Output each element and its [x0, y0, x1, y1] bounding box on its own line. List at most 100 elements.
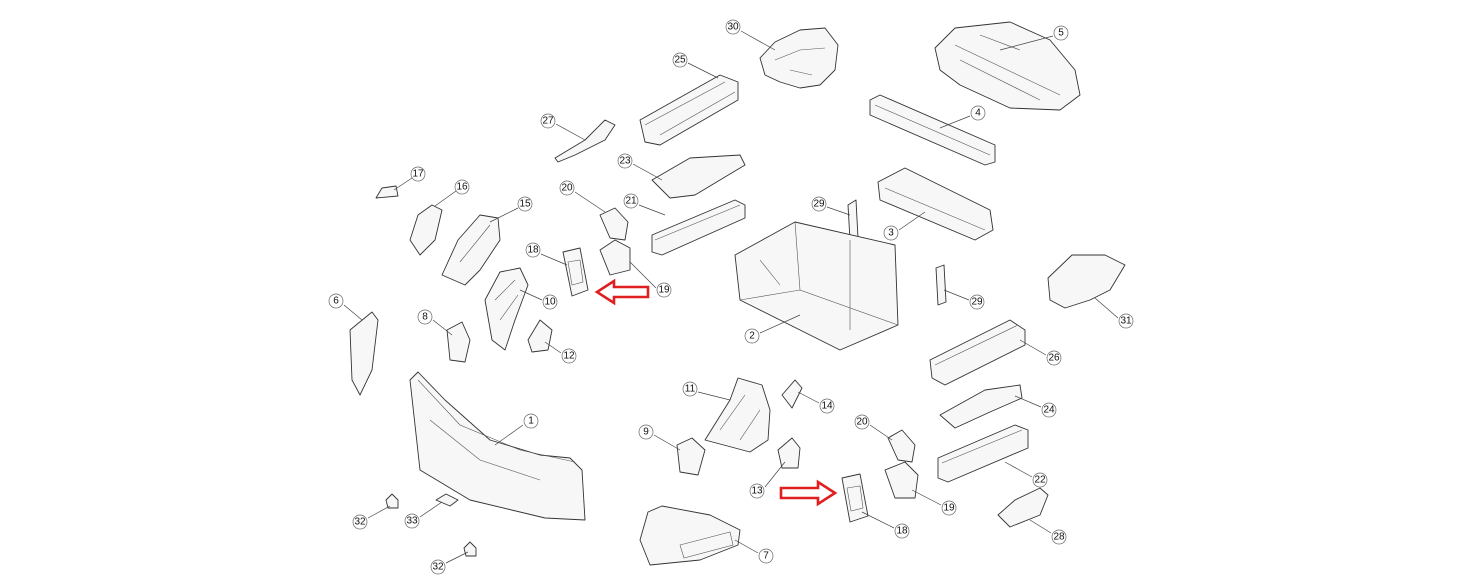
- svg-text:4: 4: [975, 108, 981, 119]
- callout-26: 26: [1046, 350, 1062, 366]
- part-32b-clip: [463, 541, 477, 557]
- callout-22: 22: [1032, 472, 1048, 488]
- part-10-pillar: [484, 267, 529, 351]
- part-21-rail: [651, 199, 746, 256]
- callout-1: 1: [523, 413, 539, 429]
- svg-text:32: 32: [354, 517, 366, 528]
- part-11-pillar: [704, 377, 771, 453]
- part-19a-bracket: [599, 239, 631, 276]
- part-26-crossmember: [929, 319, 1026, 386]
- part-12-bracket: [527, 319, 553, 353]
- part-18b-plate: [841, 473, 869, 523]
- part-27-bracket: [554, 119, 616, 163]
- part-29b-bracket: [935, 264, 947, 306]
- svg-text:13: 13: [751, 486, 763, 497]
- part-28-bracket: [997, 487, 1049, 528]
- svg-text:17: 17: [412, 169, 424, 180]
- callout-18: 18: [525, 242, 541, 258]
- svg-text:22: 22: [1034, 475, 1046, 486]
- svg-text:3: 3: [888, 228, 894, 239]
- part-9-bracket: [676, 437, 706, 476]
- callout-32: 32: [352, 514, 368, 530]
- part-23-panel: [651, 154, 746, 199]
- callout-6: 6: [328, 293, 344, 309]
- part-19b-bracket: [884, 461, 919, 499]
- callout-31: 31: [1118, 313, 1134, 329]
- leader-lines: [343, 30, 1119, 564]
- callout-29: 29: [811, 196, 827, 212]
- svg-text:15: 15: [519, 199, 531, 210]
- part-25-crossmember: [639, 74, 739, 146]
- svg-text:2: 2: [749, 331, 755, 342]
- part-15-panel: [441, 214, 501, 286]
- svg-text:10: 10: [544, 297, 556, 308]
- callout-25: 25: [672, 52, 688, 68]
- part-8-bracket: [446, 321, 471, 363]
- part-17-clip: [375, 185, 399, 199]
- callout-17: 17: [410, 166, 426, 182]
- svg-text:19: 19: [943, 503, 955, 514]
- callout-7: 7: [758, 548, 774, 564]
- part-30-bracket: [759, 27, 839, 89]
- callout-5: 5: [1053, 25, 1069, 41]
- part-6-panel: [349, 311, 379, 396]
- svg-text:6: 6: [333, 296, 339, 307]
- svg-text:27: 27: [542, 116, 554, 127]
- part-5-floor-pan: [934, 21, 1081, 111]
- part-31-bracket: [1047, 254, 1126, 309]
- svg-text:21: 21: [625, 196, 637, 207]
- svg-text:25: 25: [674, 55, 686, 66]
- part-29a-bracket: [847, 199, 859, 241]
- callout-13: 13: [749, 483, 765, 499]
- callout-9: 9: [638, 424, 654, 440]
- callout-30: 30: [725, 19, 741, 35]
- svg-text:18: 18: [896, 526, 908, 537]
- callout-11: 11: [682, 381, 698, 397]
- part-3-crossmember: [877, 167, 994, 241]
- callout-20: 20: [559, 180, 575, 196]
- highlight-arrow-left: [594, 278, 650, 306]
- callout-19: 19: [656, 282, 672, 298]
- callout-16: 16: [454, 179, 470, 195]
- part-24-panel: [939, 384, 1023, 429]
- callout-15: 15: [517, 196, 533, 212]
- part-18a-plate: [562, 247, 589, 297]
- callout-23: 23: [617, 153, 633, 169]
- svg-text:28: 28: [1053, 532, 1065, 543]
- svg-text:19: 19: [658, 285, 670, 296]
- callout-8: 8: [417, 309, 433, 325]
- part-4-crossmember: [869, 94, 996, 166]
- svg-text:11: 11: [685, 384, 696, 395]
- part-22-rail: [937, 424, 1029, 483]
- part-20a-bracket: [599, 207, 629, 241]
- callout-29-b: 29: [969, 294, 985, 310]
- svg-text:1: 1: [528, 416, 534, 427]
- part-1-rear-panel: [409, 371, 586, 521]
- svg-text:14: 14: [821, 401, 833, 412]
- svg-text:30: 30: [727, 22, 739, 33]
- callout-32-b: 32: [430, 559, 446, 575]
- callout-2: 2: [744, 328, 760, 344]
- part-16-bracket: [409, 204, 443, 256]
- svg-text:20: 20: [856, 417, 868, 428]
- svg-text:18: 18: [527, 245, 539, 256]
- part-33-clip: [435, 493, 459, 507]
- callout-27: 27: [540, 113, 556, 129]
- svg-text:24: 24: [1043, 405, 1055, 416]
- part-2-tub: [734, 221, 899, 351]
- callout-21: 21: [623, 193, 639, 209]
- callout-14: 14: [819, 398, 835, 414]
- svg-text:12: 12: [563, 351, 575, 362]
- callout-3: 3: [883, 225, 899, 241]
- svg-text:32: 32: [432, 562, 444, 573]
- svg-text:29: 29: [813, 199, 825, 210]
- svg-text:31: 31: [1120, 316, 1132, 327]
- svg-text:7: 7: [763, 551, 769, 562]
- svg-text:26: 26: [1048, 353, 1060, 364]
- callout-33: 33: [404, 513, 420, 529]
- svg-text:16: 16: [456, 182, 468, 193]
- part-32a-clip: [385, 493, 399, 509]
- svg-text:9: 9: [643, 427, 649, 438]
- svg-text:29: 29: [971, 297, 983, 308]
- callout-19-b: 19: [941, 500, 957, 516]
